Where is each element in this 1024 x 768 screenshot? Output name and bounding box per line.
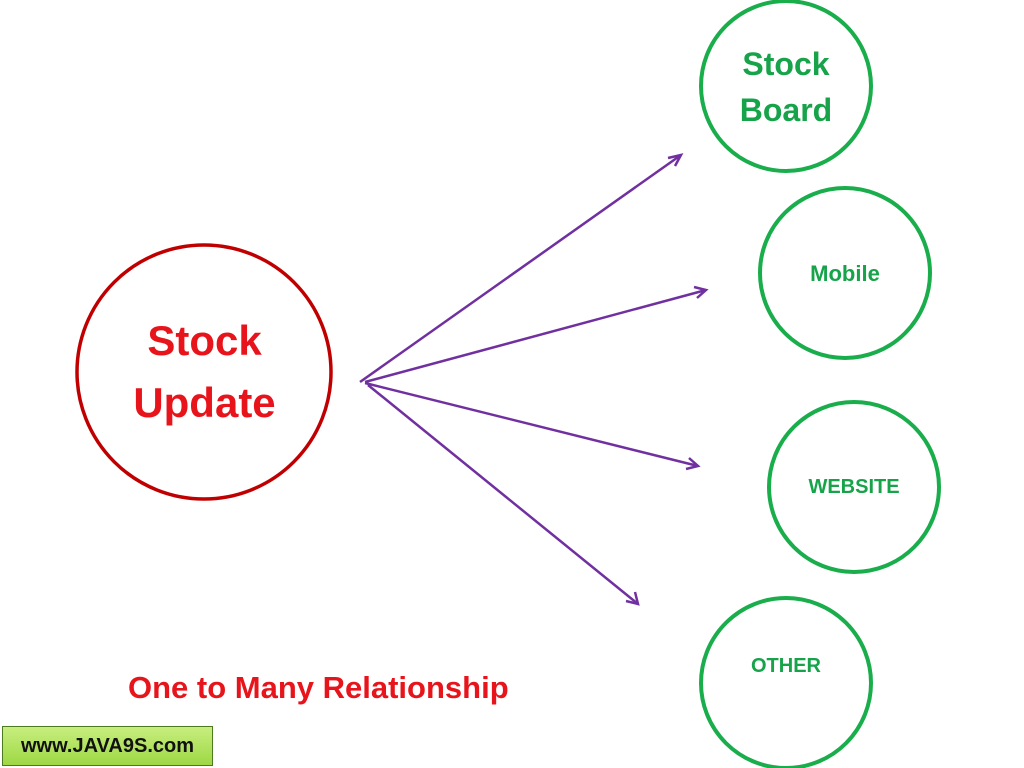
target-node-label-website: WEBSITE <box>768 402 940 572</box>
arrow-to-other <box>367 384 640 606</box>
source-node-line-2: Update <box>133 379 276 426</box>
target-node-label-other: OTHER <box>700 581 872 751</box>
source-node-circle <box>75 243 333 501</box>
target-node-label-mobile: Mobile <box>759 188 931 360</box>
diagram-caption: One to Many Relationship <box>128 670 509 705</box>
target-node-circle-website <box>767 400 941 574</box>
target-other-line-1: OTHER <box>751 655 821 677</box>
target-node-circle-other <box>699 596 873 768</box>
target-website-line-1: WEBSITE <box>808 476 900 498</box>
arrow-to-mobile <box>364 285 709 384</box>
source-node-line-1: Stock <box>147 317 262 364</box>
target-stock-board-line-2: Board <box>739 92 833 128</box>
arrow-to-stock-board <box>359 153 684 384</box>
source-node-label: Stock Update <box>77 248 332 496</box>
target-stock-board-line-1: Stock <box>742 46 830 82</box>
target-node-label-stock-board: Stock Board <box>700 2 872 172</box>
target-node-circle-mobile <box>758 186 932 360</box>
arrow-to-website <box>364 381 701 471</box>
brand-badge[interactable]: www.JAVA9S.com <box>2 726 213 766</box>
target-mobile-line-1: Mobile <box>810 261 880 286</box>
target-node-circle-stock-board <box>699 0 873 173</box>
